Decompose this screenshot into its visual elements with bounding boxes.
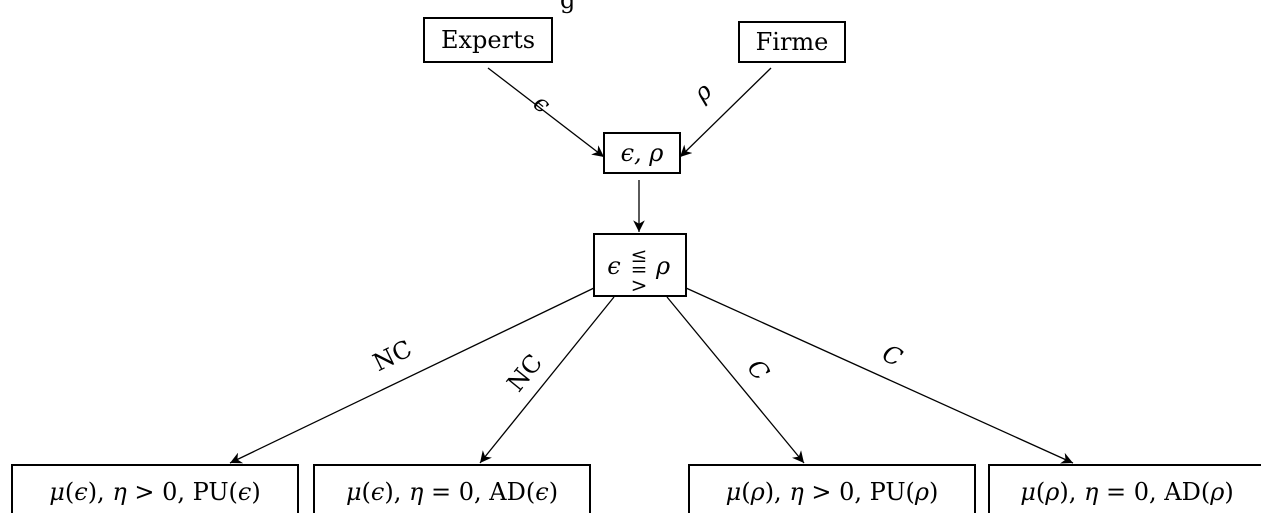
- leaf3-part-1: (: [741, 478, 750, 506]
- caption-fragment: g: [560, 0, 575, 14]
- edge-label-compare-leaf4: C: [878, 339, 906, 372]
- leaf1-part-2: ϵ: [74, 478, 87, 506]
- edge-label-experts-merge: ϵ: [528, 89, 556, 119]
- leaf1-part-7: ): [251, 478, 260, 506]
- leaf4-part-6: ρ: [1209, 478, 1224, 506]
- leaf4-part-2: ρ: [1044, 478, 1059, 506]
- leaf3-part-3: ),: [765, 478, 790, 506]
- leaf3-part-5: > 0, PU(: [804, 478, 915, 506]
- node-compare: ϵ ≤ = > ρ: [593, 233, 687, 297]
- leaf4-part-3: ),: [1059, 478, 1084, 506]
- leaf1-part-4: η: [112, 478, 127, 506]
- node-merge-label: ϵ, ρ: [621, 139, 664, 167]
- leaf1-part-3: ),: [88, 478, 113, 506]
- node-compare-op-gt: >: [631, 273, 648, 297]
- leaf3-part-6: ρ: [914, 478, 929, 506]
- leaf3-part-7: ): [929, 478, 938, 506]
- edge-label-compare-leaf2: NC: [502, 349, 549, 397]
- node-leaf3: μ(ρ), η > 0, PU(ρ): [688, 464, 976, 513]
- leaf2-part-1: (: [362, 478, 371, 506]
- leaf1-part-6: ϵ: [238, 478, 251, 506]
- node-merge: ϵ, ρ: [603, 132, 681, 174]
- node-firme-label: Firme: [756, 28, 829, 56]
- edge-compare-leaf3: [666, 296, 805, 464]
- leaf2-part-0: μ: [346, 478, 362, 506]
- leaf1-part-1: (: [65, 478, 74, 506]
- leaf2-part-3: ),: [384, 478, 409, 506]
- node-leaf1: μ(ϵ), η > 0, PU(ϵ): [11, 464, 299, 513]
- leaf3-part-0: μ: [726, 478, 742, 506]
- node-leaf4-label: μ(ρ), η = 0, AD(ρ): [1020, 478, 1233, 506]
- node-leaf1-label: μ(ϵ), η > 0, PU(ϵ): [49, 478, 261, 506]
- edge-compare-leaf4: [685, 287, 1074, 464]
- leaf2-part-6: ϵ: [535, 478, 548, 506]
- leaf2-part-4: η: [409, 478, 424, 506]
- leaf1-part-0: μ: [49, 478, 65, 506]
- leaf3-part-4: η: [789, 478, 804, 506]
- edge-label-firme-merge: ρ: [687, 77, 717, 108]
- node-leaf2-label: μ(ϵ), η = 0, AD(ϵ): [346, 478, 558, 506]
- leaf2-part-2: ϵ: [371, 478, 384, 506]
- leaf3-part-2: ρ: [750, 478, 765, 506]
- edge-label-compare-leaf1: NC: [369, 335, 417, 377]
- node-compare-op-eq: =: [631, 257, 648, 281]
- node-experts-label: Experts: [441, 26, 535, 54]
- edge-experts-merge: [487, 67, 605, 158]
- edge-compare-leaf2: [479, 296, 615, 464]
- edge-firme-merge: [679, 67, 772, 158]
- node-leaf2: μ(ϵ), η = 0, AD(ϵ): [313, 464, 591, 513]
- node-compare-op-le: ≤: [631, 243, 648, 267]
- node-firme: Firme: [738, 21, 846, 63]
- edge-compare-leaf1: [229, 287, 595, 464]
- leaf2-part-5: = 0, AD(: [423, 478, 535, 506]
- node-compare-left: ϵ: [607, 252, 620, 280]
- leaf4-part-5: = 0, AD(: [1098, 478, 1210, 506]
- leaf4-part-4: η: [1084, 478, 1099, 506]
- leaf4-part-7: ): [1224, 478, 1233, 506]
- edge-label-compare-leaf3: C: [742, 354, 775, 386]
- leaf2-part-7: ): [549, 478, 558, 506]
- leaf4-part-0: μ: [1020, 478, 1036, 506]
- node-compare-right: ρ: [655, 252, 670, 280]
- node-leaf3-label: μ(ρ), η > 0, PU(ρ): [726, 478, 939, 506]
- node-leaf4: μ(ρ), η = 0, AD(ρ): [988, 464, 1261, 513]
- leaf4-part-1: (: [1036, 478, 1045, 506]
- node-experts: Experts: [423, 17, 553, 63]
- leaf1-part-5: > 0, PU(: [127, 478, 238, 506]
